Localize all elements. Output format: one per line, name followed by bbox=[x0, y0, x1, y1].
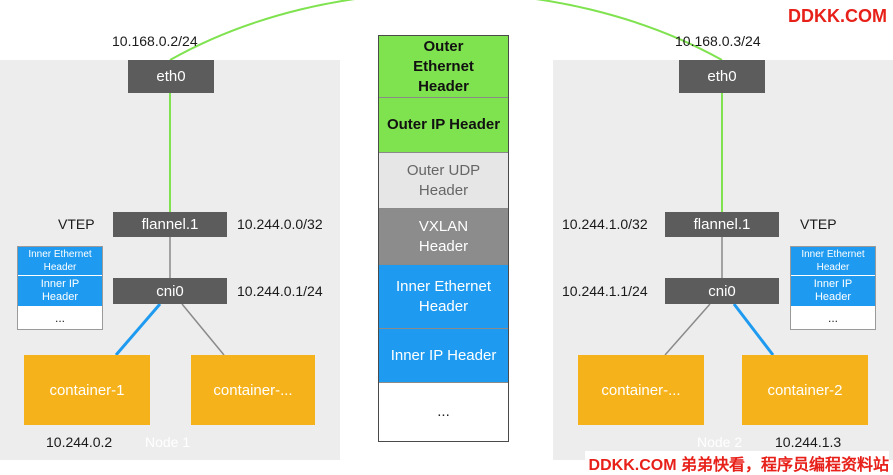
outer-udp-header: Outer UDP Header bbox=[379, 153, 508, 209]
inner-ethernet-header-label: Inner Ethernet Header bbox=[395, 277, 492, 315]
mini-inner-ip-left: Inner IP Header bbox=[18, 276, 102, 307]
vtep-label-left: VTEP bbox=[58, 216, 95, 232]
container-2: container-2 bbox=[742, 355, 868, 425]
mini-inner-ip-right: Inner IP Header bbox=[791, 276, 875, 307]
mini-inner-ethernet-right: Inner Ethernet Header bbox=[791, 247, 875, 276]
watermark-bottom: DDKK.COM 弟弟快看，程序员编程资料站 bbox=[584, 451, 889, 475]
eth0-ip-left: 10.168.0.2/24 bbox=[112, 33, 198, 49]
mini-packet-right: Inner Ethernet Header Inner IP Header ..… bbox=[790, 246, 876, 330]
flannel-right: flannel.1 bbox=[665, 212, 779, 237]
node-1-label: Node 1 bbox=[145, 434, 191, 450]
payload-ellipsis: ... bbox=[379, 383, 508, 441]
link-cni-container-right1 bbox=[664, 303, 711, 356]
outer-ip-header: Outer IP Header bbox=[379, 98, 508, 153]
node-2-label: Node 2 bbox=[697, 434, 743, 450]
inner-ip-header-label: Inner IP Header bbox=[390, 346, 497, 364]
cni0-left: cni0 bbox=[113, 278, 227, 304]
vxlan-header-label: VXLAN Header bbox=[418, 217, 469, 255]
packet-stack: Outer Ethernet Header Outer IP Header Ou… bbox=[378, 35, 509, 442]
link-cni-container2 bbox=[732, 303, 775, 356]
mini-dots-left: ... bbox=[54, 311, 65, 325]
container-ip-right: 10.244.1.3 bbox=[775, 434, 842, 450]
container-ip-left: 10.244.0.2 bbox=[46, 434, 113, 450]
vxlan-header: VXLAN Header bbox=[379, 209, 508, 265]
outer-ip-header-label: Outer IP Header bbox=[386, 116, 501, 133]
eth0-right: eth0 bbox=[679, 60, 765, 93]
outer-udp-header-label: Outer UDP Header bbox=[406, 161, 481, 199]
eth0-ip-right: 10.168.0.3/24 bbox=[675, 33, 761, 49]
tunnel-arc bbox=[169, 0, 723, 61]
payload-ellipsis-label: ... bbox=[437, 403, 450, 420]
container-left-2: container-... bbox=[191, 355, 315, 425]
mini-packet-left: Inner Ethernet Header Inner IP Header ..… bbox=[17, 246, 103, 330]
mini-inner-ethernet-left: Inner Ethernet Header bbox=[18, 247, 102, 276]
vtep-label-right: VTEP bbox=[800, 216, 837, 232]
watermark-top: DDKK.COM bbox=[788, 6, 887, 26]
flannel-ip-left: 10.244.0.0/32 bbox=[237, 216, 323, 232]
link-cni-container-left2 bbox=[181, 303, 225, 356]
cni0-right: cni0 bbox=[665, 278, 779, 304]
inner-ip-header: Inner IP Header bbox=[379, 329, 508, 383]
flannel-ip-right: 10.244.1.0/32 bbox=[562, 216, 648, 232]
inner-ethernet-header: Inner Ethernet Header bbox=[379, 265, 508, 329]
container-right-1: container-... bbox=[578, 355, 704, 425]
link-cni-container1 bbox=[114, 303, 162, 356]
outer-ethernet-header: Outer Ethernet Header bbox=[379, 36, 508, 98]
cni0-ip-left: 10.244.0.1/24 bbox=[237, 283, 323, 299]
eth0-left: eth0 bbox=[128, 60, 214, 93]
mini-dots-right: ... bbox=[827, 311, 838, 325]
cni0-ip-right: 10.244.1.1/24 bbox=[562, 283, 648, 299]
flannel-left: flannel.1 bbox=[113, 212, 227, 237]
container-1: container-1 bbox=[24, 355, 150, 425]
outer-ethernet-header-label: Outer Ethernet Header bbox=[413, 37, 474, 95]
